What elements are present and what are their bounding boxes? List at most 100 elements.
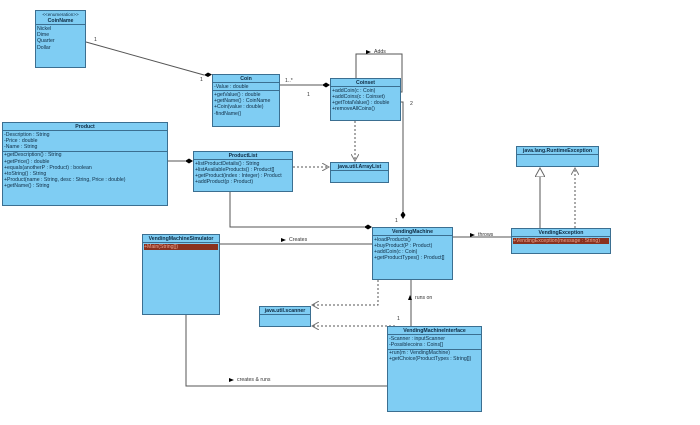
coinname-coin-composition (85, 41, 205, 76)
class-header: VendingException (512, 229, 610, 238)
operation: +run(m : VendingMachine) (389, 350, 450, 357)
composition-diamond (204, 72, 212, 77)
enum-literal: Quarter (37, 38, 55, 45)
enum-literal: Dime (37, 32, 50, 39)
attribute: -Name : String (4, 144, 38, 151)
attribute: -Possiblecoins : Coins[] (389, 341, 443, 348)
composition-diamond (364, 224, 372, 230)
class-attributes: -Description : String-Price : double-Nam… (3, 131, 167, 152)
operation: +getTotalValue() : double (332, 100, 390, 107)
class-productlist[interactable]: ProductList+listProductDetails() : Strin… (193, 151, 293, 192)
creates-label: Creates (289, 237, 308, 243)
operation: +VendingException(message : String) (513, 237, 609, 244)
class-name: VendingMachineSimulator (148, 235, 214, 242)
attribute: -Scanner : inputScanner (389, 335, 445, 342)
operation: +toString() : String (4, 170, 47, 177)
runs-on-label: runs on (415, 295, 433, 301)
adds-label: Adds (374, 49, 386, 55)
operation: +addCoins(c : Coinset) (332, 93, 385, 100)
class-name: VendingException (538, 229, 584, 236)
class-coin[interactable]: Coin-Value : double+getValue() : double+… (212, 74, 280, 127)
class-header: java.util.scanner (260, 307, 310, 316)
class-name: Coin (240, 75, 252, 82)
class-name: CoinName (47, 17, 74, 24)
operation: +addCoin(c : Coin) (332, 87, 376, 94)
productlist-vm-composition (229, 192, 364, 228)
class-runtimeexception[interactable]: java.lang.RuntimeException (516, 146, 599, 167)
class-name: ProductList (228, 152, 258, 159)
multiplicity-label: 1 (200, 77, 203, 83)
class-header: Product (3, 123, 167, 132)
multiplicity-label: 2 (410, 101, 413, 107)
operation: +addProduct(p : Product) (195, 179, 254, 186)
operation: +getPrice() : double (4, 158, 50, 165)
class-scanner[interactable]: java.util.scanner (259, 306, 311, 327)
operation: +addCoin(c : Coin) (374, 249, 418, 256)
class-name: java.util.ArrayList (337, 163, 382, 170)
coinset-vm-composition (401, 101, 404, 211)
class-name: VendingMachine (392, 228, 433, 235)
class-coinset[interactable]: Coinset+addCoin(c : Coin)+addCoins(c : C… (330, 78, 401, 121)
attribute: -Description : String (4, 131, 50, 138)
coinset-adds-self-loop (355, 53, 403, 93)
operation: +buyProduct(P : Product) (374, 242, 433, 249)
arrow-throws (470, 233, 475, 237)
class-name: Product (75, 123, 95, 130)
operation: +getName() : CoinName (214, 98, 271, 105)
attribute: -Value : double (214, 83, 249, 90)
class-name: Coinset (355, 79, 376, 86)
class-stereotype: <<enumeration>> (42, 11, 79, 17)
arrow-creates (281, 238, 286, 242)
operation: +getChoice(ProductTypes : String[]) (389, 356, 472, 363)
class-vendingmachineinterface[interactable]: VendingMachineInterface-Scanner : inputS… (387, 326, 482, 412)
class-header: VendingMachineInterface (388, 327, 481, 336)
operation: +removeAllCoins() (332, 106, 375, 113)
composition-diamond (400, 211, 406, 219)
multiplicity-label: 1 (395, 218, 398, 224)
operation: +getProduct(index : Integer) : Product (195, 173, 282, 180)
attribute: -Price : double (4, 137, 38, 144)
class-attributes: -Value : double (213, 83, 279, 92)
class-operations: +getValue() : double+getName() : CoinNam… (213, 91, 279, 117)
class-operations: +Main(String[]) (143, 243, 219, 250)
class-vendingmachinesimulator[interactable]: VendingMachineSimulator+Main(String[]) (142, 234, 220, 315)
operation: +getProductTypes() : Product[] (374, 255, 445, 262)
class-name: VendingMachineInterface (403, 327, 466, 334)
class-operations: +getDescription() : String+getPrice() : … (3, 152, 167, 190)
multiplicity-label: 1 (307, 92, 310, 98)
operation: +loadProducts() (374, 236, 411, 243)
class-header: VendingMachineSimulator (143, 235, 219, 244)
operation: +Product(name : String, desc : String, P… (4, 177, 126, 184)
arrow-creates-runs (229, 378, 234, 382)
enum-literal: Nickel (37, 25, 52, 32)
class-operations: +addCoin(c : Coin)+addCoins(c : Coinset)… (331, 87, 400, 113)
operation: +Main(String[]) (144, 243, 218, 250)
operation: +equals(anotherP : Product) : boolean (4, 164, 92, 171)
operation: +Coin(value : double) (214, 104, 264, 111)
class-vendingmachine[interactable]: VendingMachine+loadProducts()+buyProduct… (372, 227, 453, 280)
class-vendingexception[interactable]: VendingException+VendingException(messag… (511, 228, 611, 254)
class-header: Coinset (331, 79, 400, 88)
operation: -findName() (214, 110, 242, 117)
class-operations: +listProductDetails() : String+listAvail… (194, 160, 292, 186)
multiplicity-label: 1..* (285, 78, 293, 84)
class-operations: +VendingException(message : String) (512, 237, 610, 244)
multiplicity-label: 1 (397, 316, 400, 322)
class-header: Coin (213, 75, 279, 84)
simulator-interface-creates-runs (185, 315, 387, 387)
operation: +getValue() : double (214, 91, 261, 98)
class-operations (331, 171, 388, 175)
class-arraylist[interactable]: java.util.ArrayList (330, 162, 389, 183)
enum-literal: Dollar (37, 44, 51, 51)
composition-diamond (185, 158, 193, 164)
operation: +listAvailableProducts() : Product[] (195, 166, 275, 173)
class-product[interactable]: Product-Description : String-Price : dou… (2, 122, 168, 206)
vm-scanner-dependency (312, 280, 379, 305)
composition-diamond (322, 82, 330, 88)
class-header: <<enumeration>>CoinName (36, 11, 85, 26)
creates-runs-label: creates & runs (237, 377, 271, 383)
class-operations (517, 155, 598, 159)
